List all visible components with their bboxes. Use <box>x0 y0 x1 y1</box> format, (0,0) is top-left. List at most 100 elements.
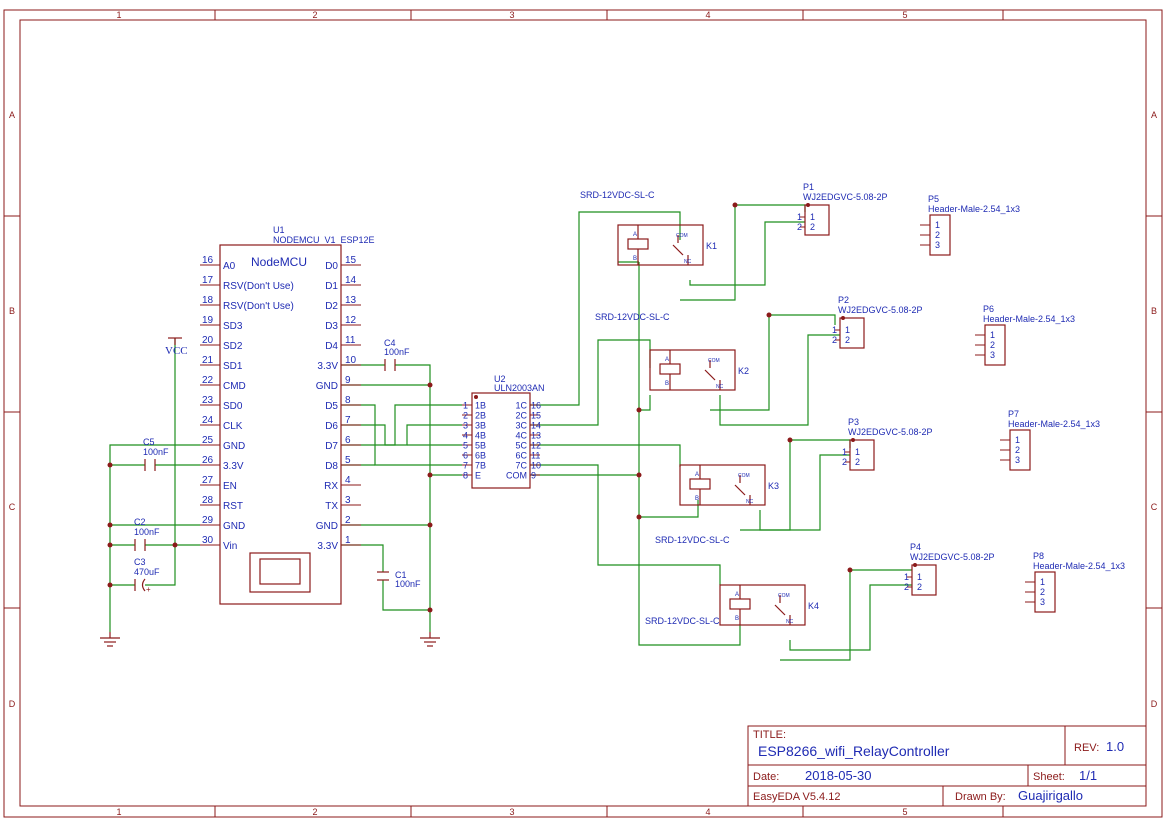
col-label: 5 <box>902 10 907 20</box>
uln-pin-name: 6C <box>515 451 527 461</box>
nodemcu-pin-number: 6 <box>345 435 351 446</box>
terminal-ref: P3 <box>848 417 859 427</box>
date-label: Date: <box>753 771 779 783</box>
relay-pin-a: A <box>633 232 637 238</box>
grid-column-labels-top: 1 2 3 4 5 <box>116 10 907 20</box>
terminal-pin-label: 1 <box>855 447 860 457</box>
terminal-pin-number: 2 <box>797 222 802 232</box>
nodemcu-pin-name: D6 <box>325 421 338 432</box>
terminal-pin-label: 2 <box>855 457 860 467</box>
uln-pin-name: 2B <box>475 411 486 421</box>
terminal-ref: P4 <box>910 542 921 552</box>
col-label: 2 <box>312 10 317 20</box>
relay-value: SRD-12VDC-SL-C <box>580 190 655 200</box>
col-label: 1 <box>116 10 121 20</box>
grid-row-labels-left: A B C D <box>9 110 16 709</box>
pin-headers: P5Header-Male-2.54_1x3123P6Header-Male-2… <box>920 194 1125 613</box>
terminal-pin-number: 2 <box>904 582 909 592</box>
capacitor-c1: C1 100nF <box>377 570 421 589</box>
title-block: TITLE: ESP8266_wifi_RelayController REV:… <box>747 725 1147 807</box>
nodemcu-pin-name: RSV(Don't Use) <box>223 301 294 312</box>
col-label: 5 <box>902 807 907 817</box>
uln-pin-name: 6B <box>475 451 486 461</box>
relay-ref: K2 <box>738 366 749 376</box>
nodemcu-pin-name: CLK <box>223 421 243 432</box>
tool-label: EasyEDA V5.4.12 <box>753 791 840 803</box>
relay-pin-com: COM <box>778 593 790 599</box>
uln-pin-name: E <box>475 471 481 481</box>
nodemcu-value: NODEMCU_V1_ESP12E <box>273 235 375 245</box>
relay-pin-b: B <box>633 256 637 262</box>
relay-value: SRD-12VDC-SL-C <box>645 616 720 626</box>
uln-value: ULN2003AN <box>494 383 545 393</box>
relay-ref: K3 <box>768 481 779 491</box>
nodemcu-pin-number: 19 <box>202 315 214 326</box>
drawn-label: Drawn By: <box>955 791 1006 803</box>
relay-pin-com: COM <box>676 233 688 239</box>
capacitor-c2: C2 100nF <box>134 517 160 551</box>
relay-pin-nc: NC <box>746 499 754 505</box>
nodemcu-name: NodeMCU <box>251 255 307 269</box>
svg-text:100nF: 100nF <box>395 579 421 589</box>
uln-pin-number: 11 <box>531 451 540 461</box>
row-label: C <box>9 502 16 512</box>
relay-pin-b: B <box>665 381 669 387</box>
relays: ABCOMNCK1SRD-12VDC-SL-CABCOMNCK2SRD-12VD… <box>580 190 819 626</box>
header-ref: P5 <box>928 194 939 204</box>
terminal-value: WJ2EDGVC-5.08-2P <box>848 427 933 437</box>
relay-pin-a: A <box>695 472 699 478</box>
frame-column-dividers <box>4 10 1162 817</box>
nodemcu-pin-name: D0 <box>325 261 338 272</box>
relay-pin-nc: NC <box>716 384 724 390</box>
nodemcu-pin-name: SD1 <box>223 361 243 372</box>
header-pin-label: 2 <box>990 340 995 350</box>
nodemcu-pin-number: 30 <box>202 535 214 546</box>
nodemcu-pin-name: RX <box>324 481 338 492</box>
nodemcu-pin-name: GND <box>223 441 245 452</box>
uln-pin-number: 16 <box>531 401 541 411</box>
terminal-pin-label: 1 <box>917 572 922 582</box>
nodemcu-pin-name: 3.3V <box>317 361 338 372</box>
nodemcu-pin-number: 4 <box>345 475 351 486</box>
header-pin-label: 3 <box>1040 597 1045 607</box>
nodemcu-pin-number: 12 <box>345 315 357 326</box>
uln-pin-name: 3B <box>475 421 486 431</box>
nodemcu-pin-number: 18 <box>202 295 214 306</box>
svg-text:C2: C2 <box>134 517 146 527</box>
nodemcu-pin-name: D3 <box>325 321 338 332</box>
uln-pin-number: 10 <box>531 461 541 471</box>
terminal-pin-label: 2 <box>810 222 815 232</box>
header-pin-label: 3 <box>935 240 940 250</box>
nodemcu-pin-name: 3.3V <box>317 541 338 552</box>
svg-text:+: + <box>146 585 151 594</box>
vcc-label: VCC <box>165 345 188 357</box>
uln-pin-number: 14 <box>531 421 541 431</box>
header-pin-label: 3 <box>1015 455 1020 465</box>
nodemcu-pin-number: 11 <box>345 335 356 346</box>
vcc-symbol: VCC <box>165 337 188 357</box>
nodemcu-pin-number: 23 <box>202 395 214 406</box>
capacitor-c3: + C3 470uF <box>134 557 160 594</box>
terminal-pin-number: 1 <box>797 212 802 222</box>
col-label: 4 <box>705 807 710 817</box>
row-label: D <box>1151 699 1158 709</box>
uln-pin-name: 4B <box>475 431 486 441</box>
nodemcu-pin-name: A0 <box>223 261 236 272</box>
uln-pin-name: 4C <box>515 431 527 441</box>
nodemcu-pin-name: D8 <box>325 461 338 472</box>
nodemcu-pin-number: 17 <box>202 275 214 286</box>
uln-pin-number: 9 <box>531 471 536 481</box>
svg-text:C4: C4 <box>384 338 396 348</box>
row-label: B <box>9 306 15 316</box>
uln-pin-number: 12 <box>531 441 541 451</box>
